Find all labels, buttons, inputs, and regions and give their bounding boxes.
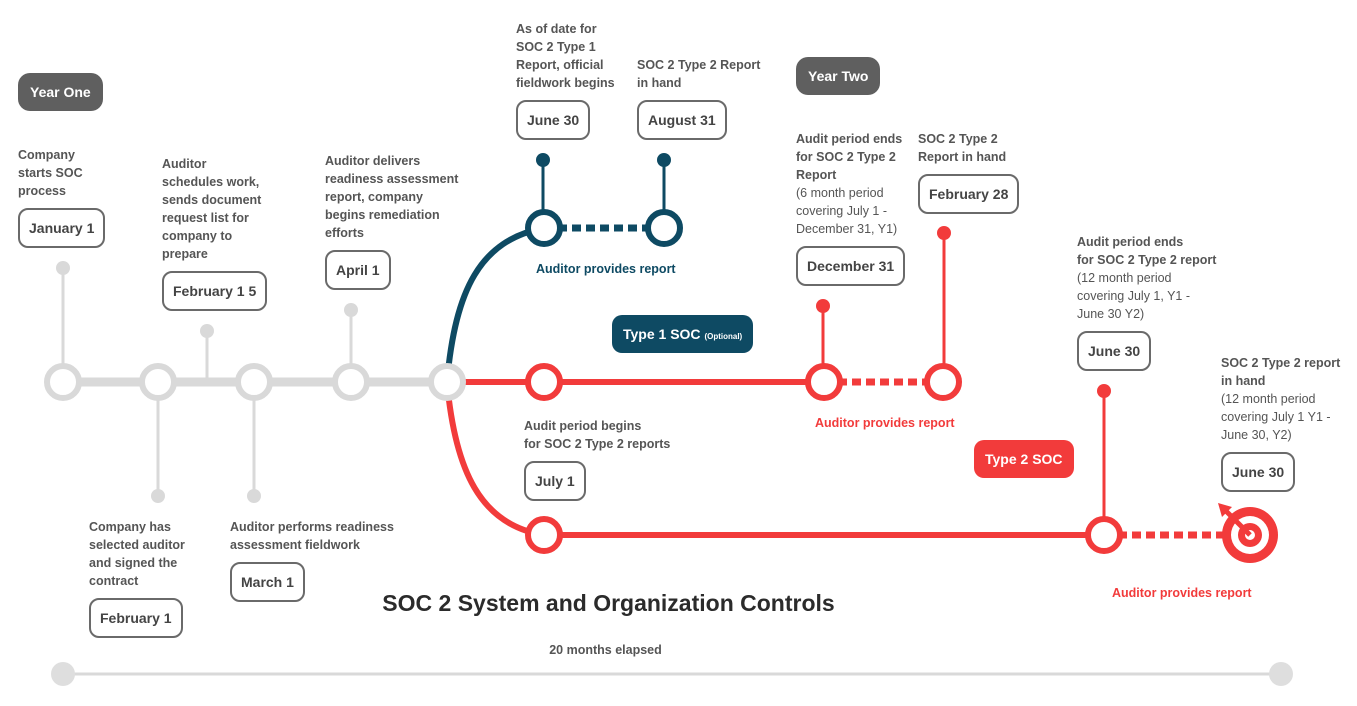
target-icon — [1218, 503, 1278, 563]
jun30-y1-description: As of date for SOC 2 Type 1 Report, offi… — [516, 22, 615, 90]
gray-stem-dots — [56, 261, 358, 503]
jul1-description: Audit period begins for SOC 2 Type 2 rep… — [524, 419, 671, 451]
diagram-title: SOC 2 System and Organization Controls — [382, 590, 835, 616]
final-report-date: June 30 — [1221, 452, 1296, 492]
type2-mid-auditor-note: Auditor provides report — [815, 416, 955, 430]
feb15-description: Auditor schedules work, sends document r… — [162, 157, 262, 261]
elapsed-label: 20 months elapsed — [549, 643, 662, 657]
mar1-date: March 1 — [230, 562, 305, 602]
type2-end-auditor-note: Auditor provides report — [1112, 586, 1252, 600]
jun30-y2-description: Audit period ends for SOC 2 Type 2 repor… — [1077, 235, 1217, 321]
elapsed-start-dot — [51, 662, 75, 686]
feb15-date: February 1 5 — [162, 271, 268, 311]
year-two-label: Year Two — [796, 57, 881, 95]
aug31-description: SOC 2 Type 2 Report in hand — [637, 58, 761, 90]
red-nodes — [525, 363, 1123, 554]
dec31-date: December 31 — [796, 246, 906, 286]
gray-nodes — [44, 363, 466, 401]
jun30-y1-date: June 30 — [516, 100, 591, 140]
type2-soc-badge: Type 2 SOC — [974, 440, 1074, 478]
feb28-date: February 28 — [918, 174, 1020, 214]
apr1-description: Auditor delivers readiness assessment re… — [325, 154, 459, 240]
type2-branch — [444, 381, 545, 538]
dec31-description: Audit period ends for SOC 2 Type 2 Repor… — [796, 132, 903, 236]
aug31-date: August 31 — [637, 100, 727, 140]
jan1-description: Company starts SOC process — [18, 148, 83, 198]
final-report-description: SOC 2 Type 2 report in hand (12 month pe… — [1221, 356, 1341, 442]
navy-nodes — [525, 209, 683, 247]
feb28-description: SOC 2 Type 2 Report in hand — [918, 132, 1007, 164]
feb1-description: Company has selected auditor and signed … — [89, 520, 185, 588]
type1-soc-badge: Type 1 SOC (Optional) — [612, 315, 754, 353]
feb1-date: February 1 — [89, 598, 183, 638]
elapsed-end-dot — [1269, 662, 1293, 686]
jan1-date: January 1 — [18, 208, 106, 248]
jun30-y2-date: June 30 — [1077, 331, 1152, 371]
year-one-label: Year One — [18, 73, 103, 111]
mar1-description: Auditor performs readiness assessment fi… — [230, 520, 394, 552]
type1-branch — [444, 225, 545, 383]
jul1-date: July 1 — [524, 461, 586, 501]
type1-auditor-note: Auditor provides report — [536, 262, 676, 276]
apr1-date: April 1 — [325, 250, 391, 290]
